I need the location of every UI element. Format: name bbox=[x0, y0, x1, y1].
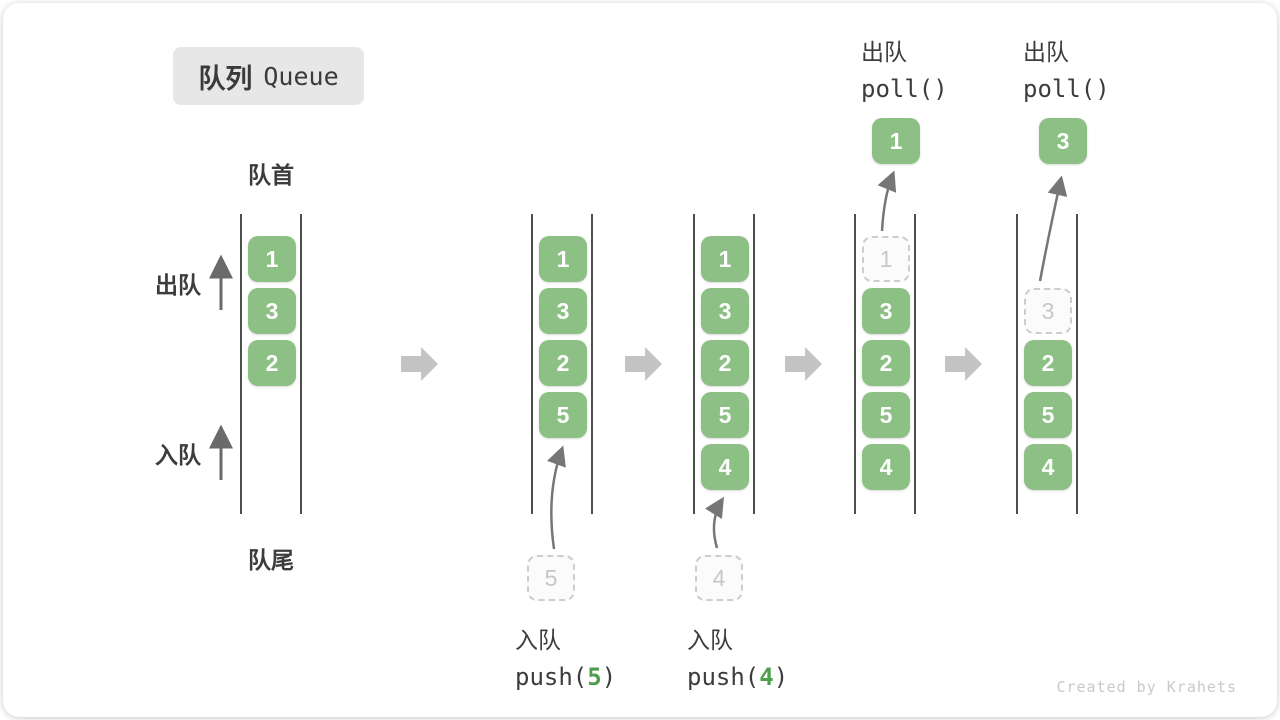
poll-3-zh: 出队 bbox=[1023, 39, 1069, 65]
queue-column-after-push-4: 1 3 2 5 4 bbox=[693, 214, 755, 514]
state-transition-arrow bbox=[785, 347, 822, 381]
watermark: Created by Krahets bbox=[1056, 678, 1237, 696]
queue-column-after-push-5: 1 3 2 5 bbox=[531, 214, 593, 514]
queue-cell: 2 bbox=[539, 340, 587, 386]
queue-cell-removed: 1 bbox=[862, 236, 910, 282]
poll-1-zh: 出队 bbox=[861, 39, 907, 65]
state-transition-arrow bbox=[401, 347, 438, 381]
arrows-layer bbox=[209, 170, 1068, 550]
push-4-code: push(4) bbox=[687, 663, 788, 691]
push-5-code: push(5) bbox=[515, 663, 616, 691]
queue-cell: 3 bbox=[862, 288, 910, 334]
enqueue-side-label: 入队 bbox=[155, 442, 201, 468]
queue-cell: 1 bbox=[248, 236, 296, 282]
queue-cell: 2 bbox=[1024, 340, 1072, 386]
queue-cell: 1 bbox=[701, 236, 749, 282]
dequeued-value-3: 3 bbox=[1039, 118, 1087, 164]
diagram-canvas: 队列 Queue 队首 队尾 出队 入队 1 3 2 1 3 2 5 1 3 2… bbox=[3, 3, 1277, 717]
poll-3-code: poll() bbox=[1023, 75, 1110, 103]
queue-cell: 2 bbox=[862, 340, 910, 386]
queue-cell: 3 bbox=[539, 288, 587, 334]
queue-cell: 2 bbox=[701, 340, 749, 386]
code-text: push( bbox=[515, 663, 588, 691]
queue-front-label: 队首 bbox=[248, 162, 294, 188]
queue-cell: 3 bbox=[248, 288, 296, 334]
queue-column-after-poll-3: 3 2 5 4 bbox=[1016, 214, 1078, 514]
state-transition-arrow bbox=[625, 347, 662, 381]
dequeued-value-1: 1 bbox=[872, 118, 920, 164]
code-arg: 4 bbox=[759, 663, 774, 691]
queue-cell: 4 bbox=[701, 444, 749, 490]
queue-cell: 1 bbox=[539, 236, 587, 282]
push-5-zh: 入队 bbox=[515, 627, 561, 653]
title-zh: 队列 bbox=[198, 63, 253, 94]
code-text: push( bbox=[687, 663, 760, 691]
queue-cell: 5 bbox=[1024, 392, 1072, 438]
queue-column-after-poll-1: 1 3 2 5 4 bbox=[854, 214, 916, 514]
title-en: Queue bbox=[263, 61, 339, 91]
queue-cell: 5 bbox=[539, 392, 587, 438]
queue-rear-label: 队尾 bbox=[248, 547, 294, 573]
push-4-zh: 入队 bbox=[687, 627, 733, 653]
queue-cell: 3 bbox=[701, 288, 749, 334]
code-text: ) bbox=[773, 663, 789, 691]
code-arg: 5 bbox=[587, 663, 602, 691]
dequeue-side-label: 出队 bbox=[155, 272, 201, 298]
queue-cell: 4 bbox=[1024, 444, 1072, 490]
title-badge: 队列 Queue bbox=[173, 47, 364, 105]
push-4-operation-label: 入队 push(4) bbox=[687, 621, 788, 691]
poll-1-operation-label: 出队 poll() bbox=[861, 33, 948, 103]
poll-3-operation-label: 出队 poll() bbox=[1023, 33, 1110, 103]
state-transition-arrow bbox=[945, 347, 982, 381]
staged-value-5: 5 bbox=[527, 555, 575, 601]
queue-cell: 5 bbox=[701, 392, 749, 438]
push-5-operation-label: 入队 push(5) bbox=[515, 621, 616, 691]
code-text: ) bbox=[601, 663, 617, 691]
staged-value-4: 4 bbox=[695, 555, 743, 601]
queue-cell: 5 bbox=[862, 392, 910, 438]
queue-cell: 4 bbox=[862, 444, 910, 490]
poll-1-code: poll() bbox=[861, 75, 948, 103]
queue-column-initial: 1 3 2 bbox=[240, 214, 302, 514]
queue-cell-removed: 3 bbox=[1024, 288, 1072, 334]
queue-cell: 2 bbox=[248, 340, 296, 386]
